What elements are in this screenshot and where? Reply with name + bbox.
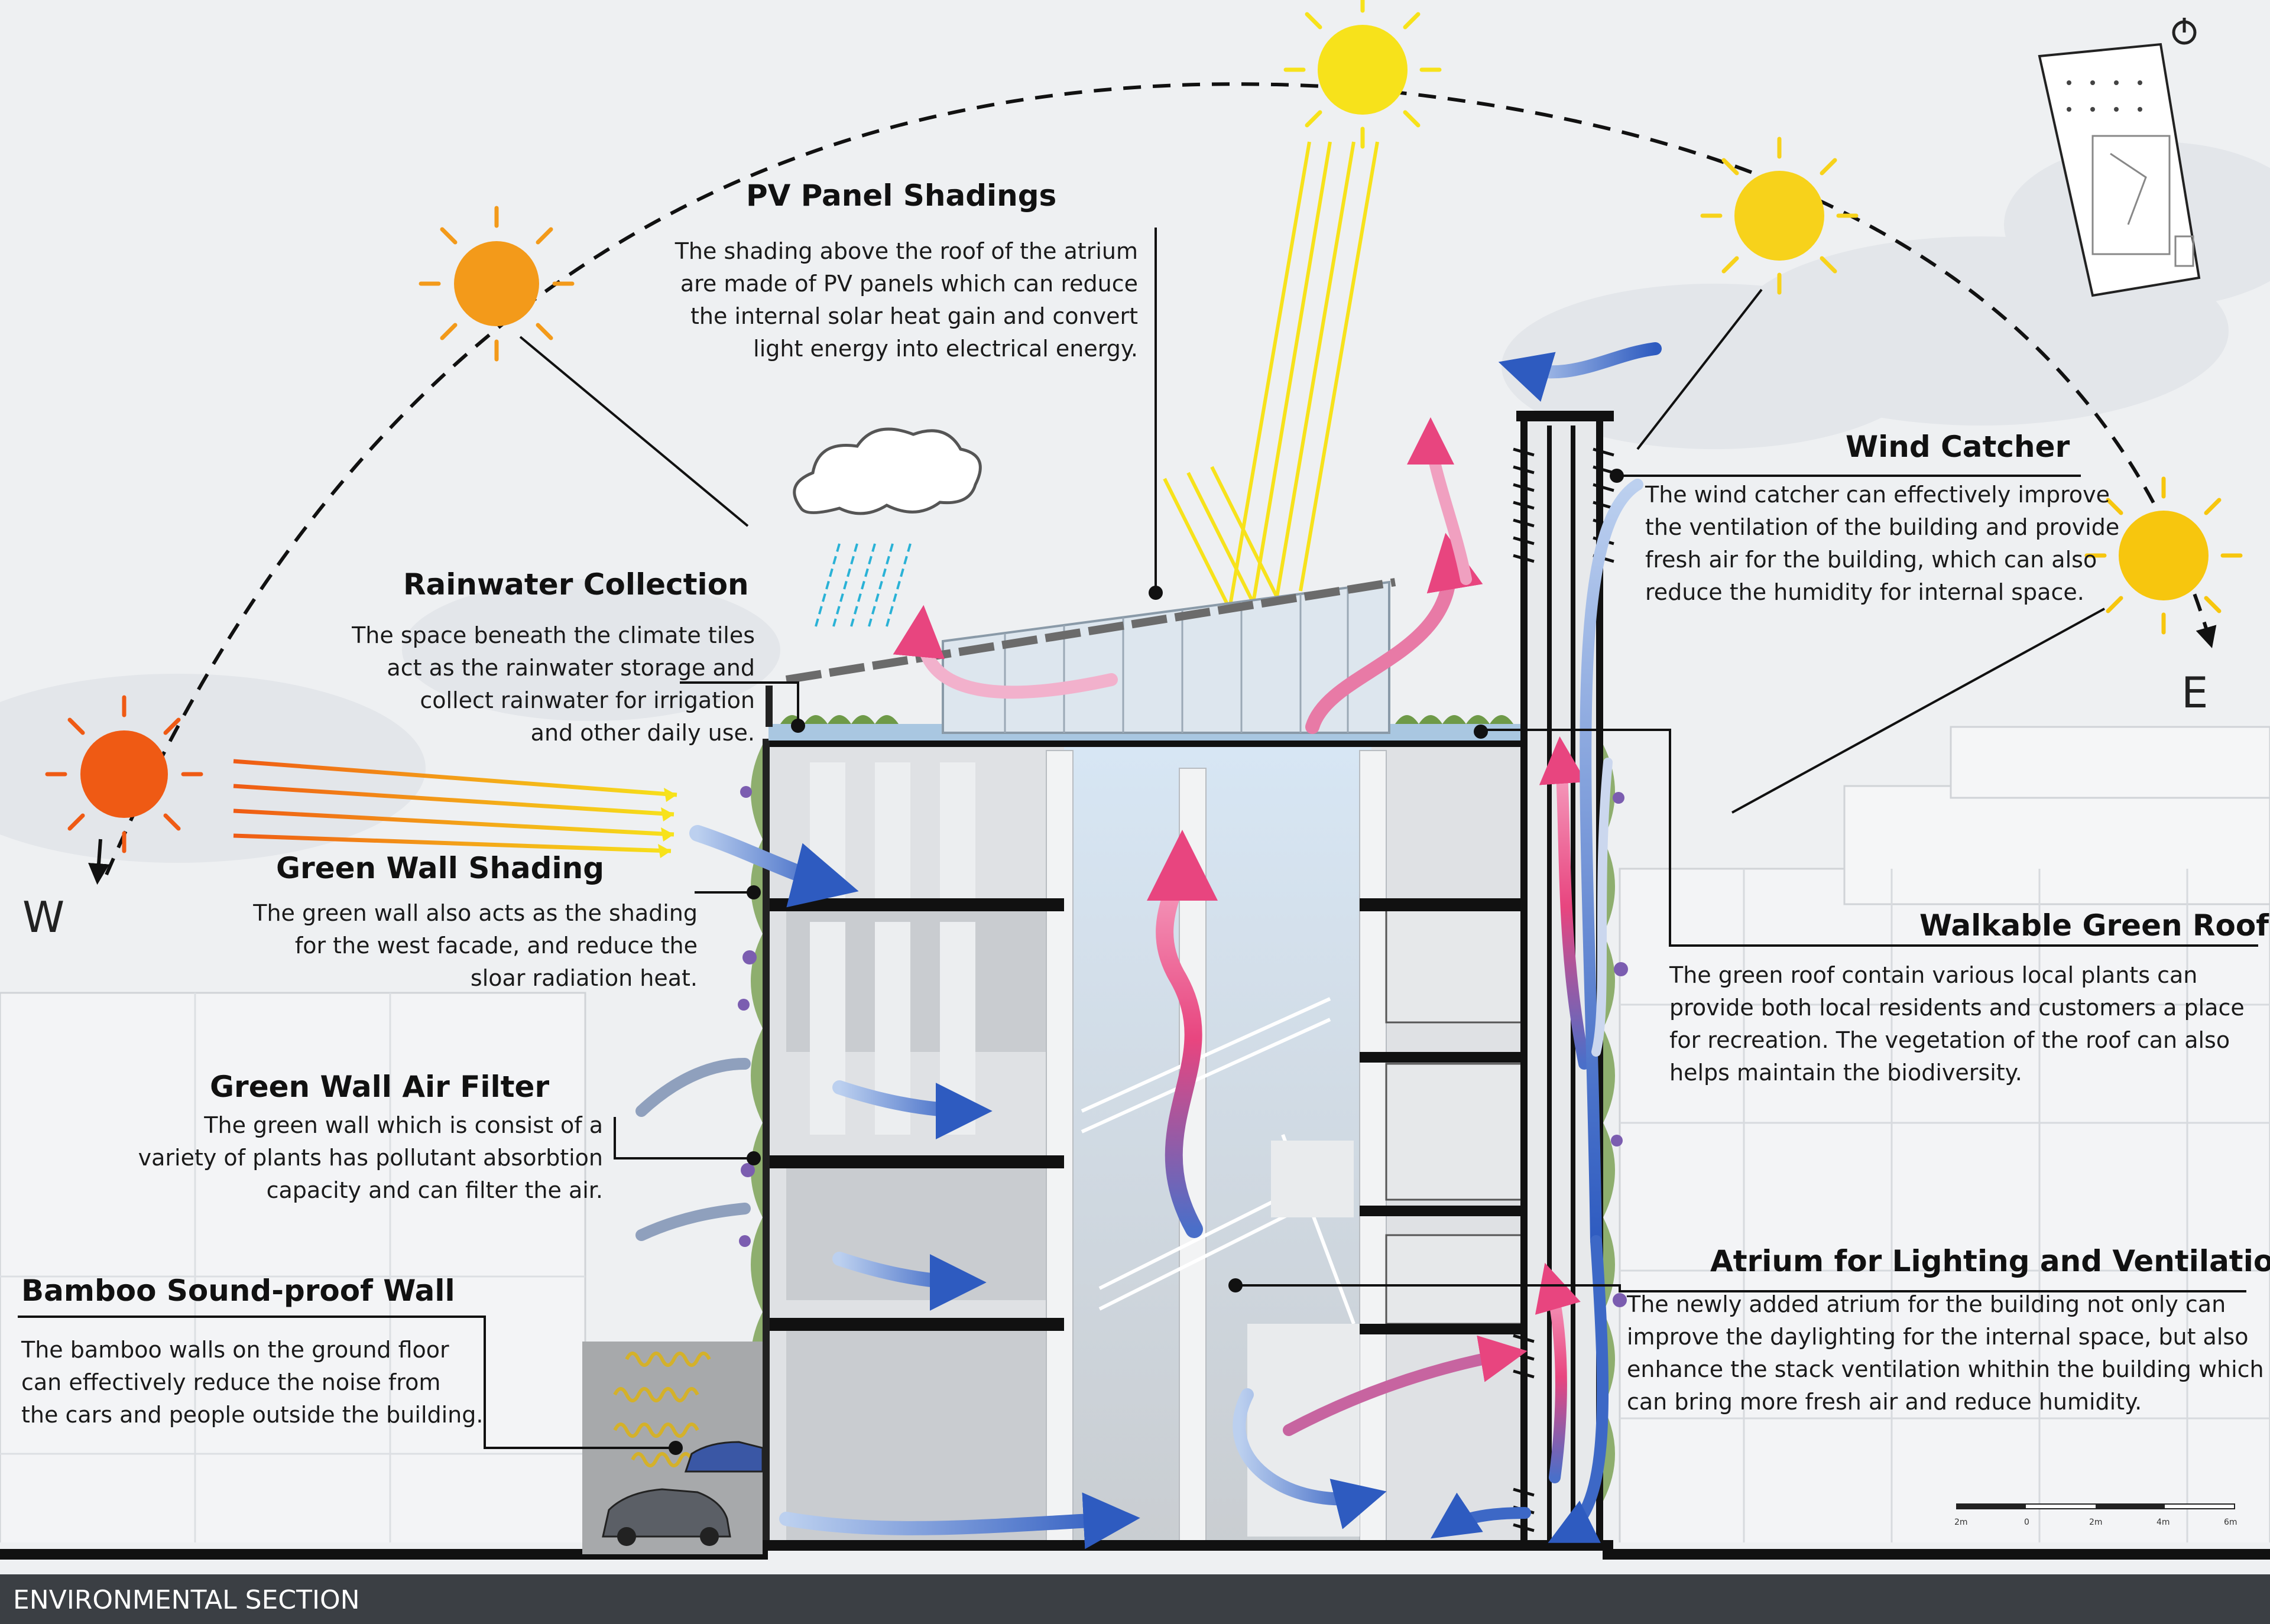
cool-air-flows — [635, 342, 1662, 1550]
atrium-title: Atrium for Lighting and Ventilation — [1710, 1244, 2270, 1278]
footer-bar: ENVIRONMENTAL SECTION — [0, 1574, 2270, 1624]
north-arrow-icon — [2172, 18, 2197, 45]
text-line: the cars and people outside the building… — [21, 1402, 484, 1428]
scale-label: 4m — [2156, 1518, 2170, 1527]
pv-panel-shading — [785, 578, 1396, 684]
text-line: improve the daylighting for the internal… — [1627, 1324, 2249, 1350]
green-roof-title: Walkable Green Roof — [1919, 908, 2269, 943]
car-icon — [684, 1441, 764, 1473]
text-line: reduce the humidity for internal space. — [1645, 579, 2084, 605]
air-filter-description: The green wall which is consist of a var… — [138, 1109, 603, 1207]
sun-icon — [1700, 137, 1859, 295]
text-line: act as the rainwater storage and — [387, 655, 755, 681]
scale-label: 2m — [1954, 1518, 1968, 1527]
air-filter-title: Green Wall Air Filter — [210, 1070, 550, 1104]
east-label: E — [2181, 668, 2209, 717]
text-line: the internal solar heat gain and convert — [690, 303, 1138, 329]
bamboo-title: Bamboo Sound-proof Wall — [21, 1274, 455, 1308]
text-line: can bring more fresh air and reduce humi… — [1627, 1389, 2142, 1415]
scale-label: 6m — [2224, 1518, 2237, 1527]
text-line: are made of PV panels which can reduce — [680, 271, 1138, 297]
text-line: The green roof contain various local pla… — [1669, 962, 2198, 988]
text-line: the ventilation of the building and prov… — [1645, 514, 2120, 540]
text-line: collect rainwater for irrigation — [420, 687, 755, 713]
text-line: The newly added atrium for the building … — [1627, 1291, 2226, 1317]
text-line: The green wall also acts as the shading — [253, 900, 698, 926]
text-line: The bamboo walls on the ground floor — [21, 1337, 449, 1363]
wind-catcher-description: The wind catcher can effectively improve… — [1645, 479, 2119, 609]
text-line: variety of plants has pollutant absorbti… — [138, 1145, 603, 1171]
bamboo-description: The bamboo walls on the ground floor can… — [21, 1334, 483, 1431]
green-wall-shading-description: The green wall also acts as the shading … — [253, 897, 698, 995]
text-line: The shading above the roof of the atrium — [674, 238, 1138, 264]
rain-icon — [815, 543, 912, 627]
west-sun-rays-arrowheads — [658, 788, 677, 858]
sun-icon — [2084, 476, 2243, 635]
green-wall-shading-title: Green Wall Shading — [276, 851, 604, 885]
west-label: W — [22, 892, 65, 942]
text-line: for the west facade, and reduce the — [294, 933, 698, 959]
text-line: The green wall which is consist of a — [204, 1112, 603, 1138]
sun-icon — [419, 206, 575, 362]
footer-label: ENVIRONMENTAL SECTION — [13, 1585, 360, 1615]
text-line: for recreation. The vegetation of the ro… — [1669, 1027, 2230, 1053]
text-line: The space beneath the climate tiles — [352, 622, 755, 648]
site-plan-thumbnail — [2038, 43, 2201, 297]
west-sun-rays — [233, 759, 677, 853]
text-line: The wind catcher can effectively improve — [1645, 482, 2110, 508]
text-line: fresh air for the building, which can al… — [1645, 547, 2097, 573]
text-line: enhance the stack ventilation whithin th… — [1627, 1356, 2264, 1382]
rainwater-description: The space beneath the climate tiles act … — [352, 619, 755, 749]
scale-bar: 2m 0 2m 4m 6m — [1954, 1503, 2237, 1527]
sound-wave-icon — [613, 1352, 711, 1467]
pv-panel-title: PV Panel Shadings — [746, 178, 1057, 213]
sun-path-west-arrow — [88, 839, 110, 885]
car-icon — [602, 1488, 731, 1546]
sun-path-arc — [105, 82, 2217, 876]
text-line: capacity and can filter the air. — [266, 1177, 603, 1203]
text-line: can effectively reduce the noise from — [21, 1369, 441, 1395]
wind-catcher-title: Wind Catcher — [1846, 430, 2070, 464]
text-line: helps maintain the biodiversity. — [1669, 1060, 2022, 1086]
text-line: sloar radiation heat. — [470, 965, 698, 991]
main-building-section — [763, 686, 1531, 1560]
leader-dots — [669, 469, 1624, 1455]
sun-icon — [45, 695, 203, 853]
pv-panel-description: The shading above the roof of the atrium… — [675, 235, 1138, 365]
text-line: light energy into electrical energy. — [753, 336, 1138, 362]
sun-icon — [1283, 0, 1442, 149]
scale-label: 0 — [2024, 1518, 2029, 1527]
cloud-icon — [793, 427, 982, 515]
green-roof-description: The green roof contain various local pla… — [1669, 959, 2245, 1089]
leader-lines — [18, 228, 2258, 1449]
text-line: provide both local residents and custome… — [1669, 995, 2245, 1021]
atrium-description: The newly added atrium for the building … — [1627, 1288, 2264, 1418]
neighbour-building-west — [0, 992, 586, 1561]
text-line: and other daily use. — [530, 720, 755, 746]
neighbour-building-east — [1619, 726, 2270, 1561]
warm-air-flows — [893, 417, 1590, 1483]
scale-label: 2m — [2089, 1518, 2103, 1527]
rainwater-title: Rainwater Collection — [403, 567, 749, 602]
